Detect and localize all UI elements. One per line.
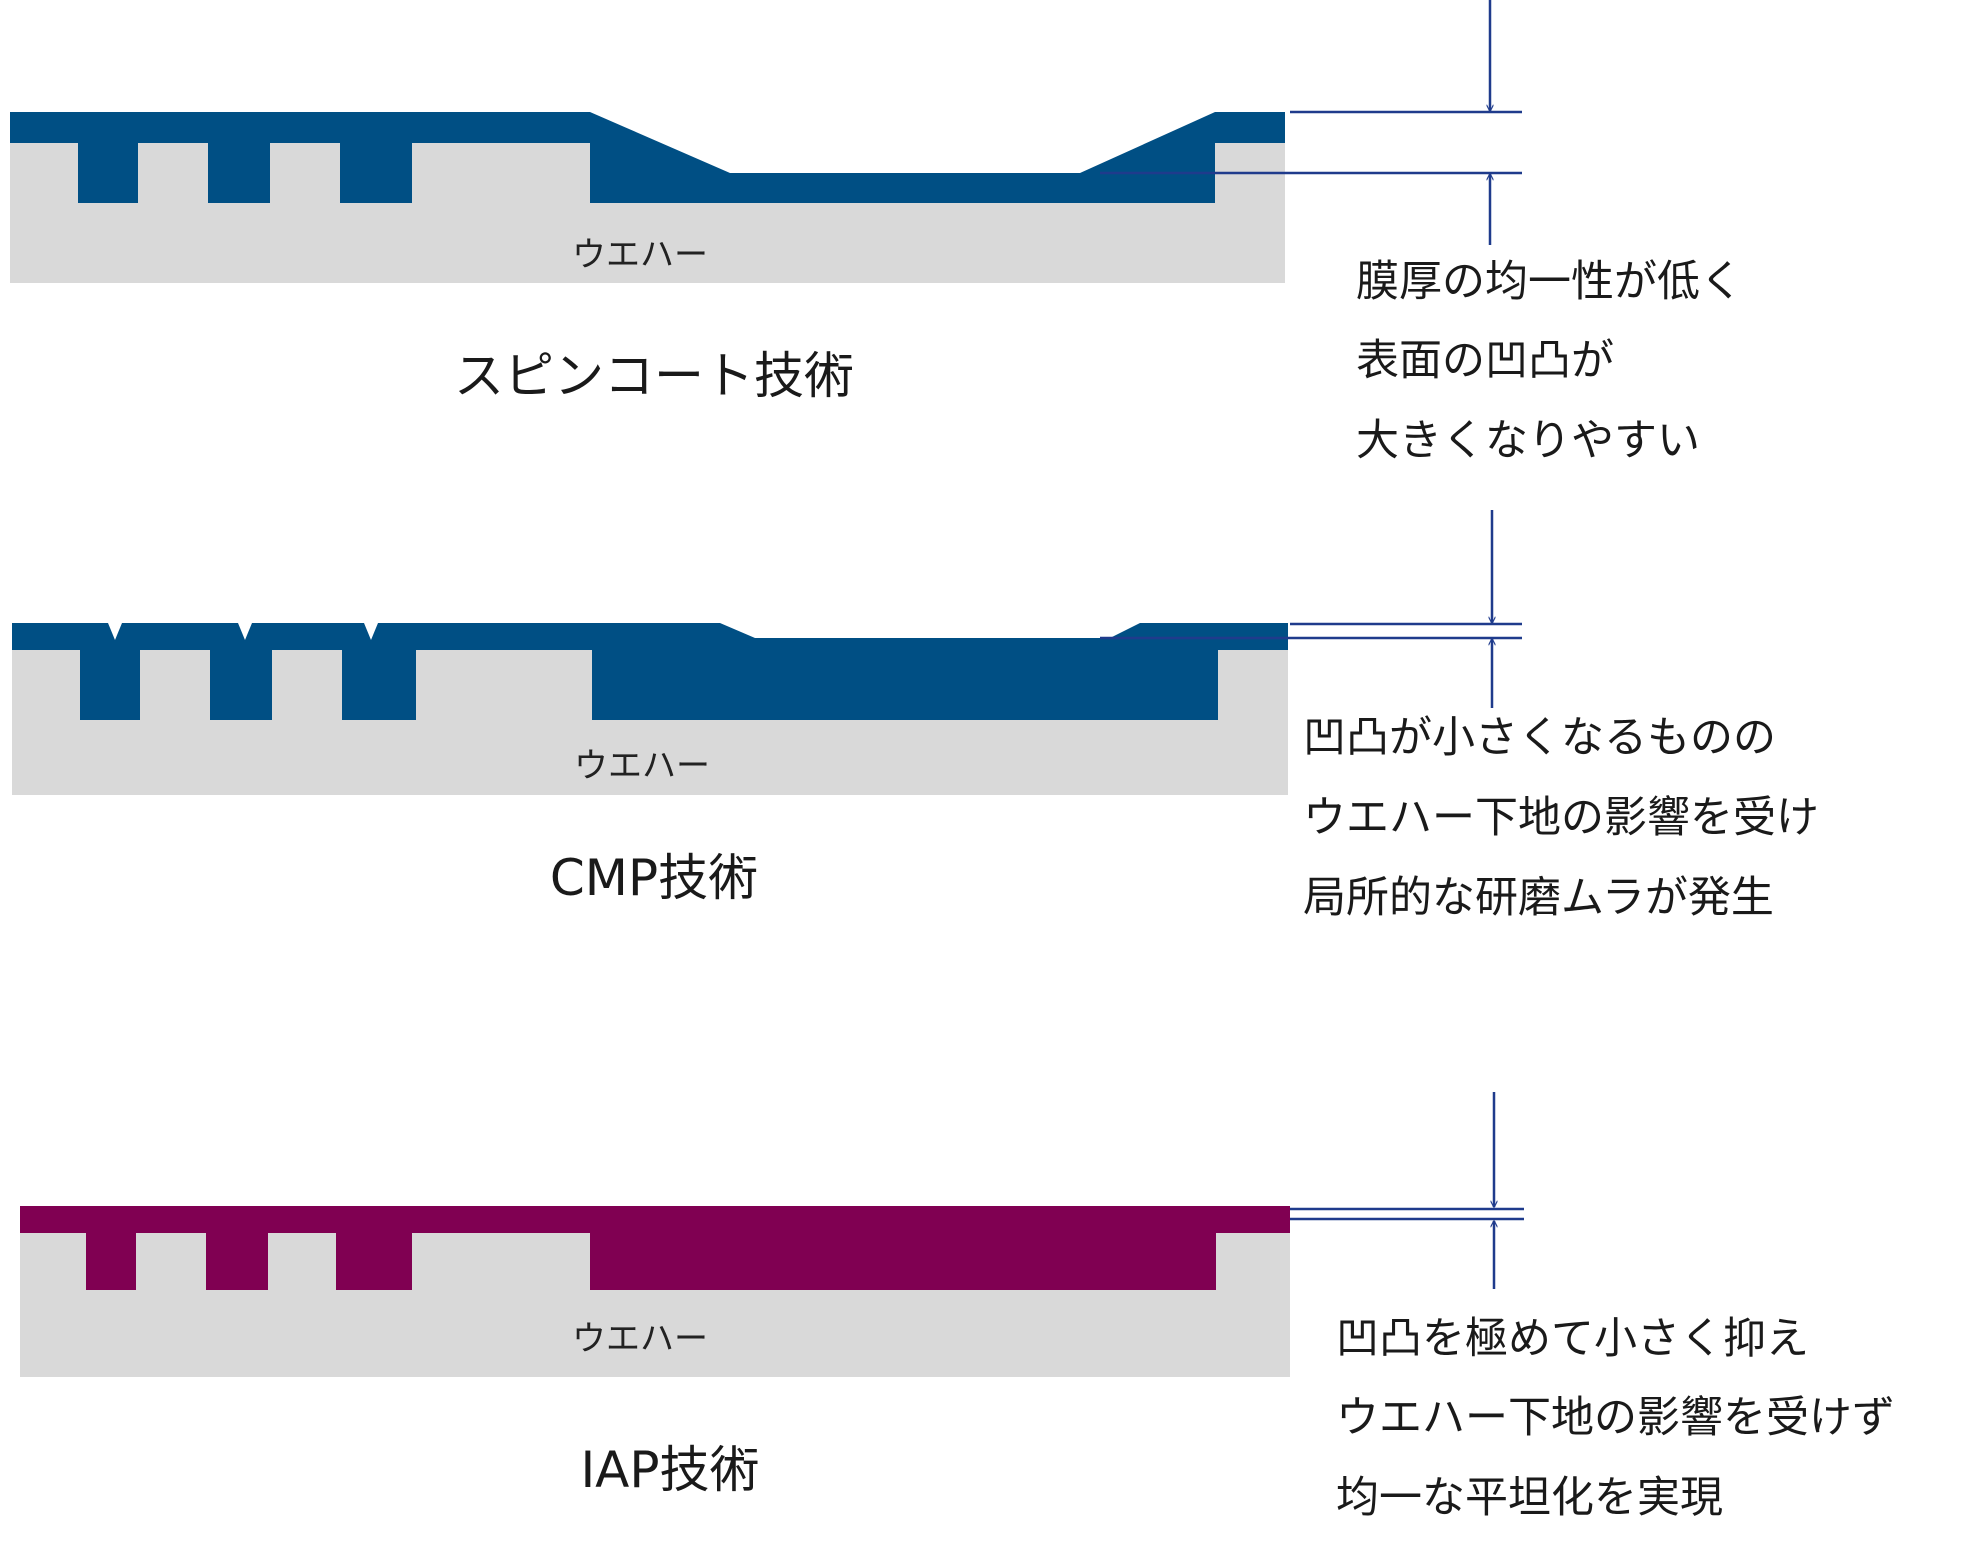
thickness-indicator — [1100, 510, 1522, 708]
wafer-label: ウエハー — [572, 235, 708, 275]
note-line: 均一な平坦化を実現 — [1336, 1473, 1723, 1523]
technique-note: 凹凸を極めて小さく抑え ウエハー下地の影響を受けず 均一な平坦化を実現 — [1336, 1314, 1895, 1523]
technique-note: 凹凸が小さくなるものの ウエハー下地の影響を受け 局所的な研磨ムラが発生 — [1303, 713, 1819, 923]
note-line: 凹凸を極めて小さく抑え — [1336, 1314, 1809, 1364]
thickness-indicator — [1100, 0, 1522, 245]
film-layer — [10, 112, 1285, 203]
technique-title: スピンコート技術 — [454, 347, 854, 405]
technique-title: IAP技術 — [580, 1441, 759, 1499]
note-line: 膜厚の均一性が低く — [1356, 257, 1743, 307]
spin-coat-cross-section: ウエハー — [10, 112, 1285, 283]
wafer-label: ウエハー — [572, 1319, 708, 1359]
note-line: 局所的な研磨ムラが発生 — [1303, 873, 1774, 923]
panel-iap: ウエハー IAP技術 凹凸を極めて小さく抑え ウエハー下地の影響を受けず 均一な… — [20, 1092, 1895, 1523]
note-line: ウエハー下地の影響を受けず — [1336, 1393, 1895, 1443]
wafer-substrate — [10, 143, 1285, 283]
wafer-label: ウエハー — [574, 746, 710, 786]
wafer-substrate — [12, 650, 1288, 795]
wafer-substrate — [20, 1233, 1290, 1377]
note-line: 凹凸が小さくなるものの — [1303, 713, 1776, 763]
note-line: 表面の凹凸が — [1356, 336, 1614, 386]
technique-note: 膜厚の均一性が低く 表面の凹凸が 大きくなりやすい — [1356, 257, 1743, 466]
iap-cross-section: ウエハー — [20, 1206, 1290, 1377]
panel-spin-coat: ウエハー スピンコート技術 膜厚の均一性が低く 表面の凹凸が 大きくなりやすい — [10, 0, 1743, 466]
note-line: ウエハー下地の影響を受け — [1303, 793, 1819, 843]
technique-title: CMP技術 — [550, 849, 758, 907]
panel-cmp: ウエハー CMP技術 凹凸が小さくなるものの ウエハー下地の影響を受け 局所的な… — [12, 510, 1819, 923]
film-layer — [12, 623, 1288, 720]
film-layer — [20, 1206, 1290, 1290]
cmp-cross-section: ウエハー — [12, 623, 1288, 795]
note-line: 大きくなりやすい — [1356, 416, 1700, 466]
thickness-indicator — [1290, 1092, 1524, 1289]
